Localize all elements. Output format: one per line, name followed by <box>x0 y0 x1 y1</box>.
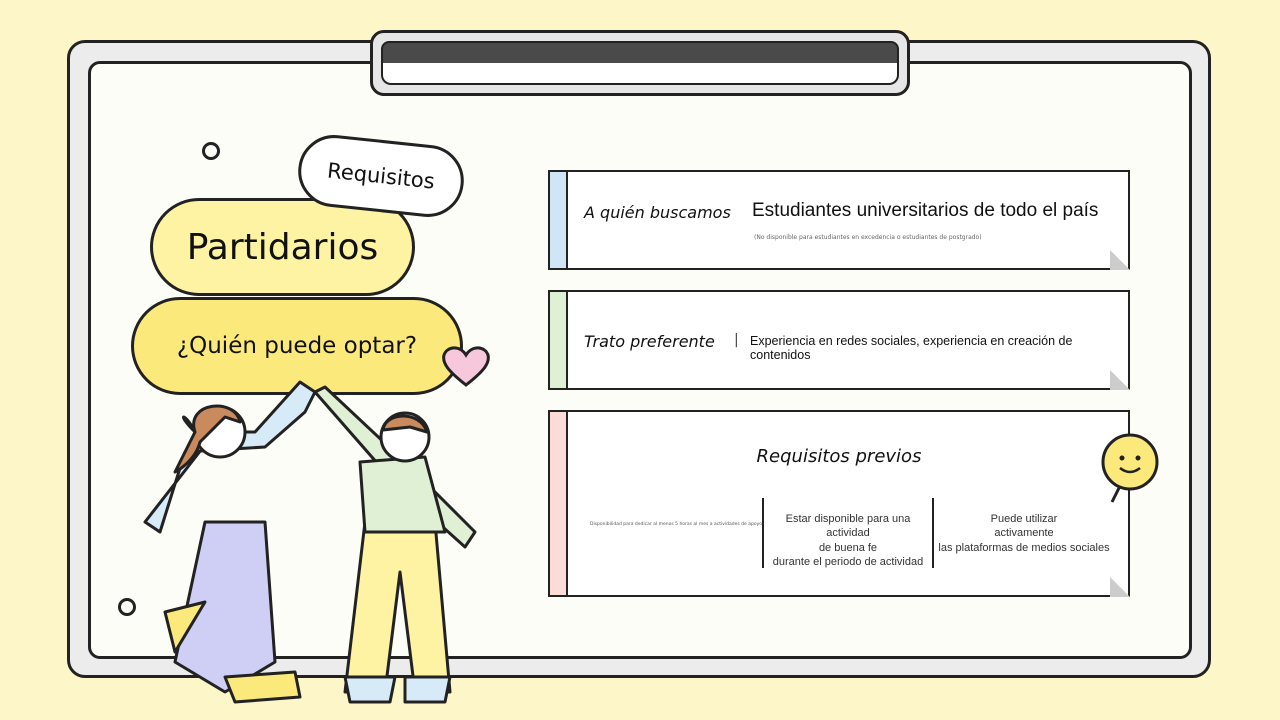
card-value: Experiencia en redes sociales, experienc… <box>750 334 1073 362</box>
card-note: (No disponible para estudiantes en exced… <box>754 234 982 241</box>
requirement-item: Disponibilidad para dedicar al menos 5 h… <box>590 522 762 527</box>
card-value: Estudiantes universitarios de todo el pa… <box>752 200 1099 221</box>
card-requirements: Requisitos previos Disponibilidad para d… <box>548 410 1130 597</box>
card-target: A quién buscamos Estudiantes universitar… <box>548 170 1130 270</box>
requirement-item: Puede utilizar activamente las plataform… <box>938 513 1110 554</box>
clip <box>370 30 910 96</box>
card-label: A quién buscamos <box>584 203 731 222</box>
circle-decoration <box>118 598 136 616</box>
heart-icon <box>442 346 490 387</box>
partidarios-badge: Partidarios <box>150 198 415 296</box>
circle-decoration <box>202 142 220 160</box>
high-five-illustration <box>143 380 477 704</box>
card-preferred: Trato preferente | Experiencia en redes … <box>548 290 1130 390</box>
requirement-item: Estar disponible para una actividad de b… <box>772 513 924 568</box>
card-label: Requisitos previos <box>756 446 922 467</box>
smiley-icon <box>1101 433 1159 503</box>
card-label: Trato preferente <box>584 332 715 351</box>
